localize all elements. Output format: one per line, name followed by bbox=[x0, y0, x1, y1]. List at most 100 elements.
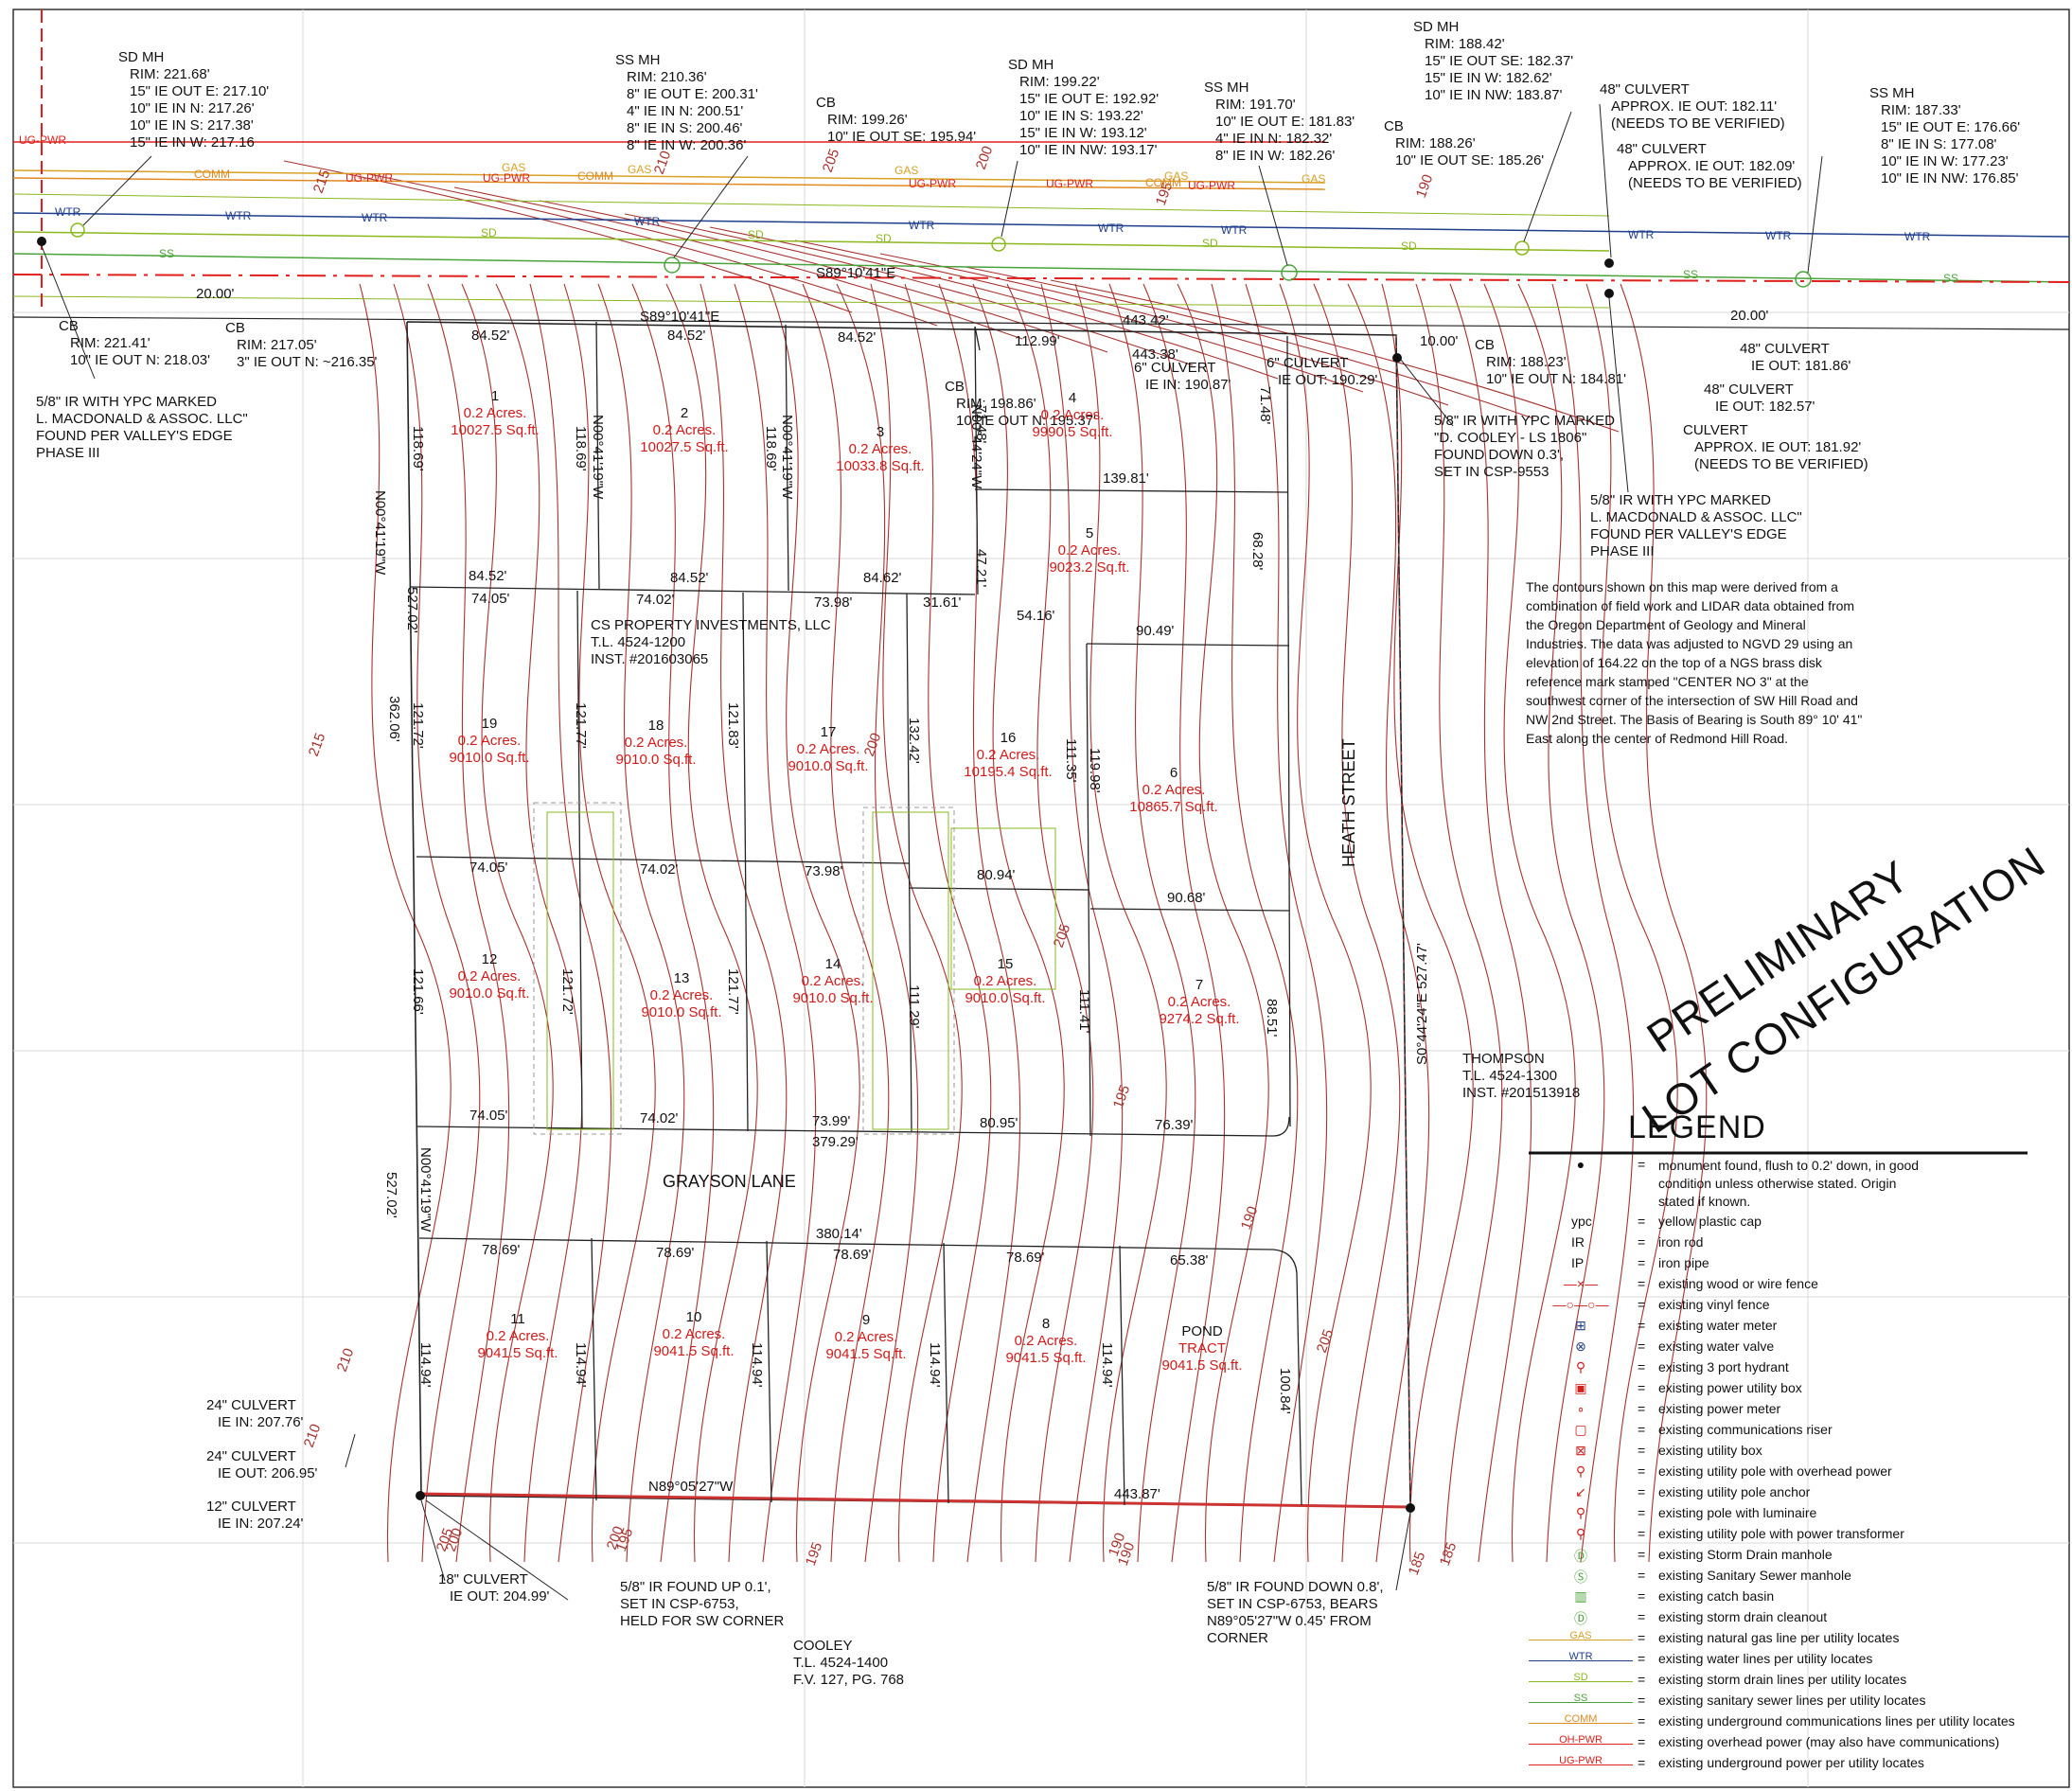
annotation-line: RIM: 210.36' bbox=[627, 69, 707, 85]
dimension-label: 74.05' bbox=[469, 1108, 508, 1124]
vertical-dimension-label: 121.77' bbox=[725, 968, 741, 1015]
annotation-line: (NEEDS TO BE VERIFIED) bbox=[1628, 175, 1802, 191]
annotation-line: 15" IE OUT E: 192.92' bbox=[1019, 91, 1160, 107]
annotation-line: F.V. 127, PG. 768 bbox=[793, 1672, 905, 1688]
annotation-line: INST. #201603065 bbox=[591, 651, 709, 667]
lot-n: 13 bbox=[673, 970, 690, 986]
annotation-line: THOMPSON bbox=[1462, 1051, 1545, 1067]
road-edge-north bbox=[12, 316, 2070, 330]
lot-n: 7 bbox=[1195, 977, 1204, 993]
annotation-line: "D. COOLEY - LS 1806" bbox=[1434, 430, 1587, 446]
legend-equals: = bbox=[1638, 1651, 1646, 1666]
lot-sqft: 9010.0 Sq.ft. bbox=[449, 985, 530, 1002]
contour-label: 185 bbox=[1437, 1540, 1461, 1568]
annotation-line: RIM: 188.42' bbox=[1425, 36, 1505, 52]
vertical-dimension-label: 121.77' bbox=[573, 702, 589, 749]
vertical-dimension-label: 119.98' bbox=[1087, 748, 1103, 793]
legend-symbol: —×— bbox=[1563, 1276, 1599, 1291]
annotation-ir_ne: 5/8" IR WITH YPC MARKED"D. COOLEY - LS 1… bbox=[1434, 413, 1615, 481]
legend-row: IR=iron rod bbox=[1529, 1234, 2068, 1255]
annotation-line: 10" IE IN S: 193.22' bbox=[1019, 108, 1143, 124]
annotation-line: INST. #201513918 bbox=[1462, 1085, 1581, 1101]
lot-sqft: 9274.2 Sq.ft. bbox=[1159, 1011, 1240, 1027]
contour-lines bbox=[283, 160, 1708, 1563]
legend-text: existing Storm Drain manhole bbox=[1658, 1547, 1833, 1562]
annotation-line: 5/8" IR WITH YPC MARKED bbox=[36, 394, 217, 410]
contour-line bbox=[879, 253, 1449, 406]
storm-line-2 bbox=[12, 193, 1610, 217]
storm-line-1 bbox=[12, 231, 1610, 252]
setback-lines bbox=[533, 802, 955, 1135]
annotation-line: SD MH bbox=[1008, 57, 1054, 73]
annotation-line: 10" IE IN NW: 176.85' bbox=[1881, 170, 2019, 186]
utility-line-label: SS bbox=[1683, 268, 1698, 281]
annotation-line: 48" CULVERT bbox=[1617, 141, 1707, 157]
contour-line bbox=[597, 283, 685, 1563]
annotation-line: 8" IE OUT E: 200.31' bbox=[627, 86, 758, 102]
utility-line-label: WTR bbox=[1628, 228, 1655, 241]
vertical-dimension-label: 121.83' bbox=[725, 702, 741, 749]
legend-row: SS=existing sanitary sewer lines per uti… bbox=[1529, 1693, 2068, 1713]
annotation-line: SS MH bbox=[1204, 80, 1249, 96]
annotation-line: 3" IE OUT N: ~216.35' bbox=[237, 354, 378, 370]
vertical-dimension-label: 121.72' bbox=[559, 968, 576, 1015]
legend-row: SD=existing storm drain lines per utilit… bbox=[1529, 1672, 2068, 1693]
comm-line bbox=[12, 177, 1326, 190]
lot-sqft: 9041.5 Sq.ft. bbox=[1161, 1357, 1243, 1374]
contour-line bbox=[836, 283, 919, 1563]
annotation-line: CB bbox=[945, 379, 965, 395]
annotation-line: SS MH bbox=[615, 52, 661, 68]
legend-text: existing utility pole with power transfo… bbox=[1658, 1526, 1904, 1541]
vertical-dimension-label: 362.06' bbox=[386, 696, 402, 742]
lot-n: 9 bbox=[861, 1312, 871, 1328]
building-outlines bbox=[546, 811, 1056, 1130]
annotation-line: L. MACDONALD & ASSOC. LLC" bbox=[36, 411, 248, 427]
annotation-line: 12" CULVERT bbox=[206, 1498, 296, 1515]
annotation-line: 10" IE IN W: 177.23' bbox=[1881, 153, 2009, 169]
legend-text: existing water meter bbox=[1658, 1318, 1778, 1333]
bearing-lot-line2: N00°41'19"W bbox=[779, 415, 795, 500]
contour-line bbox=[1245, 283, 1328, 1563]
contour-label: 205 bbox=[820, 147, 843, 174]
annotation-line: 8" IE IN W: 200.36' bbox=[627, 137, 747, 153]
legend-text: existing pole with luminaire bbox=[1658, 1505, 1817, 1520]
annotation-line: RIM: 221.41' bbox=[70, 335, 151, 351]
legend-symbol: SS bbox=[1529, 1693, 1633, 1704]
contour-line bbox=[453, 186, 1023, 340]
dimension-label: 74.02' bbox=[636, 592, 675, 608]
legend-equals: = bbox=[1638, 1234, 1646, 1250]
annotation-line: IE OUT: 206.95' bbox=[218, 1465, 318, 1481]
annotation-line: FOUND DOWN 0.3', bbox=[1434, 447, 1565, 463]
annotation-line: CB bbox=[59, 318, 79, 334]
contour-line bbox=[1449, 283, 1532, 1563]
dimension-label: 84.52' bbox=[838, 329, 877, 346]
lot-n: 11 bbox=[510, 1311, 525, 1327]
dimension-label: 31.61' bbox=[923, 594, 962, 611]
utility-line-label: GAS bbox=[894, 164, 918, 177]
utility-lines bbox=[12, 9, 2070, 330]
legend-text: existing communications riser bbox=[1658, 1422, 1833, 1437]
annotation-line: IE IN: 190.87' bbox=[1145, 377, 1231, 393]
annotation-line: SET IN CSP-6753, BEARS bbox=[1207, 1596, 1378, 1612]
contour-line bbox=[1142, 283, 1226, 1563]
annotation-line: RIM: 217.05' bbox=[237, 337, 317, 353]
vertical-dimension-label: 114.94' bbox=[1099, 1342, 1115, 1388]
dimension-label: 54.16' bbox=[1017, 608, 1055, 624]
legend-text: existing overhead power (may also have c… bbox=[1658, 1734, 2000, 1749]
lot-sqft: 9041.5 Sq.ft. bbox=[1005, 1350, 1087, 1366]
dimension-label: 74.05' bbox=[469, 860, 508, 876]
annotation-line: IE IN: 207.24' bbox=[218, 1516, 304, 1532]
lot-sqft: 9010.0 Sq.ft. bbox=[449, 750, 530, 766]
legend-row: IP=iron pipe bbox=[1529, 1255, 2068, 1276]
legend-equals: = bbox=[1638, 1463, 1646, 1479]
